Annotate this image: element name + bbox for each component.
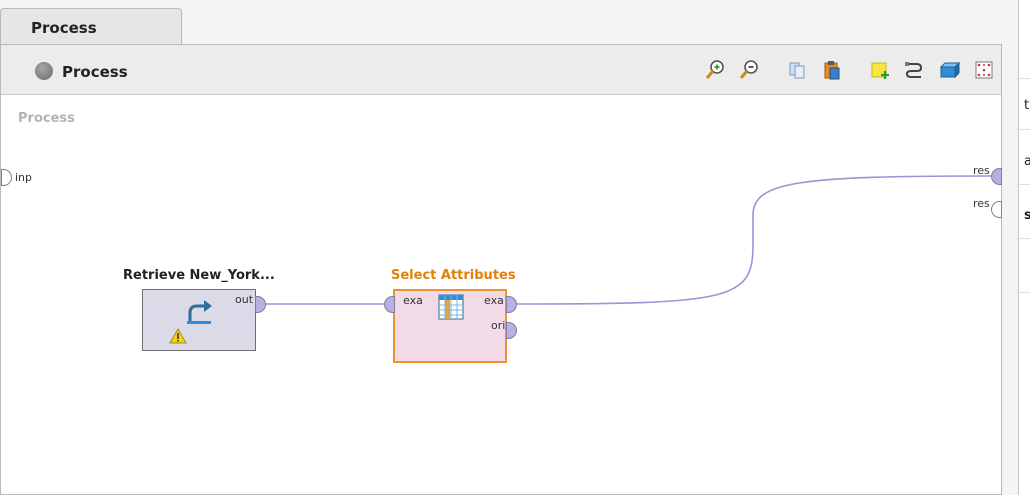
- canvas-title: Process: [18, 111, 75, 126]
- exa-in-port-label: exa: [403, 294, 423, 307]
- parameters-side-panel: ty a s: [1018, 0, 1030, 495]
- process-title: Process: [62, 63, 128, 81]
- result-port[interactable]: [991, 201, 1002, 218]
- select-operator-label: Select Attributes: [391, 268, 516, 283]
- copy-icon[interactable]: [787, 59, 809, 81]
- process-toolbar: Process: [1, 45, 1001, 95]
- process-status-icon: [35, 62, 53, 80]
- side-divider: [1019, 129, 1030, 130]
- process-panel: Process: [0, 44, 1002, 495]
- side-row-label: a: [1024, 154, 1030, 169]
- out-port-label: out: [235, 293, 254, 306]
- retrieve-operator[interactable]: out: [142, 289, 256, 351]
- select-attributes-operator[interactable]: exa exa ori: [393, 289, 507, 363]
- paste-icon[interactable]: [821, 59, 843, 81]
- connection-wires: [264, 175, 992, 305]
- result-port[interactable]: [991, 168, 1002, 185]
- side-row-label: ty: [1024, 98, 1030, 113]
- side-divider: [1019, 238, 1030, 239]
- retrieve-icon: [187, 300, 212, 324]
- side-row-label: s: [1024, 208, 1030, 223]
- tab-label: Process: [31, 19, 97, 37]
- ori-out-port-label: ori: [491, 319, 506, 332]
- side-divider: [1019, 292, 1030, 293]
- tab-process[interactable]: Process: [0, 8, 182, 45]
- zoom-out-icon[interactable]: [738, 59, 760, 81]
- result-port-label: res: [973, 164, 990, 177]
- result-port-label: res: [973, 197, 990, 210]
- 3d-view-icon[interactable]: [938, 59, 960, 81]
- add-note-icon[interactable]: [869, 59, 891, 81]
- side-divider: [1019, 184, 1030, 185]
- exa-out-port-label: exa: [484, 294, 504, 307]
- warning-icon[interactable]: [169, 328, 187, 344]
- auto-fit-icon[interactable]: [973, 59, 995, 81]
- zoom-in-icon[interactable]: [704, 59, 726, 81]
- retrieve-operator-label: Retrieve New_York...: [123, 268, 275, 283]
- side-divider: [1019, 78, 1030, 79]
- table-icon: [438, 294, 464, 320]
- wire-select-result[interactable]: [515, 175, 992, 305]
- process-input-port-label: inp: [15, 171, 33, 184]
- select-exa-in-port[interactable]: [384, 296, 395, 313]
- tab-bar: Process: [0, 0, 1018, 45]
- process-canvas[interactable]: Process inp res res Retrieve New_York...: [1, 95, 1002, 494]
- route-connections-icon[interactable]: [903, 59, 925, 81]
